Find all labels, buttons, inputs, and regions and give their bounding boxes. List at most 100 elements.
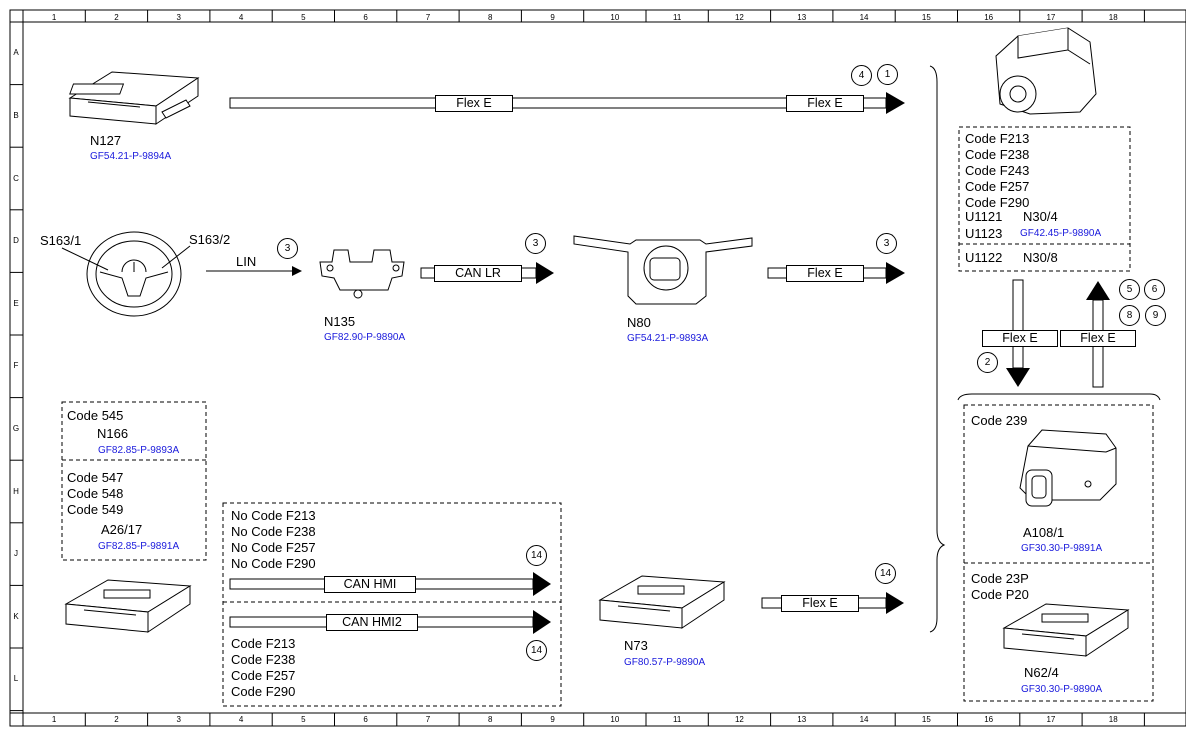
grid-col-label-top: 12 bbox=[734, 13, 744, 22]
grid-col-label-top: 15 bbox=[921, 13, 931, 22]
n62-4-ref: GF30.30-P-9890A bbox=[1021, 684, 1103, 695]
can-hmi2-label: CAN HMI2 bbox=[326, 614, 418, 631]
s163-1-label: S163/1 bbox=[40, 233, 82, 248]
grid-col-label-top: 9 bbox=[550, 13, 555, 22]
n166-a26-box bbox=[61, 401, 207, 561]
n30-code-3: Code F243 bbox=[965, 163, 1030, 178]
n30-code-2: Code F238 bbox=[965, 147, 1030, 162]
grid-row-label: H bbox=[13, 486, 19, 496]
grid-col-label-top: 17 bbox=[1046, 13, 1056, 22]
marker-6: 6 bbox=[1144, 279, 1165, 300]
a26-codes: Code 547 Code 548 Code 549 bbox=[67, 470, 123, 518]
grid-col-label-bottom: 6 bbox=[363, 715, 368, 724]
hmi-box bbox=[222, 502, 562, 707]
s163-2-label: S163/2 bbox=[189, 232, 231, 247]
grid-col-label-top: 6 bbox=[363, 13, 368, 22]
grid-row-label: B bbox=[13, 110, 19, 120]
marker-9: 9 bbox=[1145, 305, 1166, 326]
flex-e-label-1: Flex E bbox=[435, 95, 513, 112]
grid-col-label-top: 13 bbox=[797, 13, 807, 22]
grid-col-label-bottom: 17 bbox=[1046, 715, 1056, 724]
grid-col-label-bottom: 4 bbox=[238, 715, 244, 724]
n30-code-5: Code F290 bbox=[965, 195, 1030, 210]
hmi-no-code-4: No Code F290 bbox=[231, 556, 316, 571]
marker-14-n73: 14 bbox=[875, 563, 896, 584]
hmi-code-1: Code F213 bbox=[231, 636, 296, 651]
n166-ref: GF82.85-P-9893A bbox=[98, 445, 180, 456]
hmi-no-code-2: No Code F238 bbox=[231, 524, 316, 539]
grid-col-label-bottom: 16 bbox=[984, 715, 994, 724]
hmi-codes: Code F213 Code F238 Code F257 Code F290 bbox=[231, 636, 295, 700]
grid-row-label: F bbox=[13, 361, 19, 371]
n30-code-1: Code F213 bbox=[965, 131, 1030, 146]
n30-codes: Code F213 Code F238 Code F243 Code F257 … bbox=[965, 131, 1029, 211]
grid-row-label: C bbox=[13, 173, 19, 183]
grid-col-label-bottom: 13 bbox=[797, 715, 807, 724]
brace-right bbox=[929, 65, 946, 633]
n135-ref: GF82.90-P-9890A bbox=[324, 332, 406, 343]
a108-1-label: A108/1 bbox=[1023, 525, 1065, 540]
grid-col-label-top: 8 bbox=[488, 13, 493, 22]
n73-module-image bbox=[598, 575, 726, 629]
hmi-no-code-3: No Code F257 bbox=[231, 540, 316, 555]
grid-col-label-bottom: 18 bbox=[1108, 715, 1118, 724]
marker-1: 1 bbox=[877, 64, 898, 85]
a26-code-3: Code 549 bbox=[67, 502, 124, 517]
n127-label: N127 bbox=[90, 133, 122, 148]
steering-wheel-image bbox=[61, 231, 191, 317]
n30-4-label: N30/4 bbox=[1023, 209, 1058, 224]
u1121-label: U1121 bbox=[965, 209, 1003, 224]
n62-code-1: Code 23P bbox=[971, 571, 1029, 586]
marker-2: 2 bbox=[977, 352, 998, 373]
grid-col-label-top: 1 bbox=[51, 13, 57, 22]
frame-outer bbox=[9, 9, 1186, 727]
grid-col-label-bottom: 15 bbox=[921, 715, 931, 724]
grid-row-label: E bbox=[13, 298, 19, 308]
flex-e-label-2: Flex E bbox=[786, 95, 864, 112]
hmi-code-4: Code F290 bbox=[231, 684, 296, 699]
grid-col-label-bottom: 14 bbox=[859, 715, 869, 724]
grid-col-label-bottom: 10 bbox=[610, 715, 620, 724]
n127-flex-link bbox=[229, 92, 905, 114]
marker-3-flex: 3 bbox=[876, 233, 897, 254]
a26-17-label: A26/17 bbox=[101, 522, 143, 537]
grid-col-label-bottom: 9 bbox=[550, 715, 555, 724]
grid-col-label-top: 14 bbox=[859, 13, 869, 22]
grid-row-label: L bbox=[13, 674, 19, 684]
can-lr-label: CAN LR bbox=[434, 265, 522, 282]
hmi-no-code-1: No Code F213 bbox=[231, 508, 316, 523]
flex-down-arrow bbox=[1006, 279, 1030, 387]
n62-4-label: N62/4 bbox=[1024, 665, 1059, 680]
grid-ticks bbox=[10, 10, 1145, 726]
n62-codes: Code 23P Code P20 bbox=[971, 571, 1029, 603]
n135-module-image bbox=[319, 249, 405, 299]
a108-1-ref: GF30.30-P-9891A bbox=[1021, 543, 1103, 554]
lin-label: LIN bbox=[236, 254, 257, 269]
marker-5: 5 bbox=[1119, 279, 1140, 300]
n73-label: N73 bbox=[624, 638, 648, 653]
n80-ref: GF54.21-P-9893A bbox=[627, 333, 709, 344]
flex-e-label-up: Flex E bbox=[1060, 330, 1136, 347]
a108-code: Code 239 bbox=[971, 413, 1028, 428]
hmi-code-2: Code F238 bbox=[231, 652, 296, 667]
n127-module-image bbox=[68, 71, 200, 125]
hmi-no-codes: No Code F213 No Code F238 No Code F257 N… bbox=[231, 508, 316, 572]
n62-module-image bbox=[1002, 603, 1130, 657]
grid-col-label-top: 10 bbox=[610, 13, 620, 22]
a26-code-1: Code 547 bbox=[67, 470, 124, 485]
grid-col-label-bottom: 8 bbox=[488, 715, 493, 724]
grid-row-label: A bbox=[13, 48, 19, 58]
flex-e-label-3: Flex E bbox=[786, 265, 864, 282]
a108-n62-box bbox=[963, 404, 1154, 702]
grid-col-label-bottom: 12 bbox=[734, 715, 744, 724]
n30-8-label: N30/8 bbox=[1023, 250, 1058, 265]
n135-label: N135 bbox=[324, 314, 356, 329]
n127-ref: GF54.21-P-9894A bbox=[90, 151, 172, 162]
grid-col-label-top: 11 bbox=[672, 13, 682, 22]
u1123-label: U1123 bbox=[965, 226, 1003, 241]
n80-module-image bbox=[573, 235, 753, 305]
n30-box bbox=[958, 126, 1131, 272]
grid-col-label-top: 16 bbox=[984, 13, 994, 22]
a26-17-ref: GF82.85-P-9891A bbox=[98, 541, 180, 552]
